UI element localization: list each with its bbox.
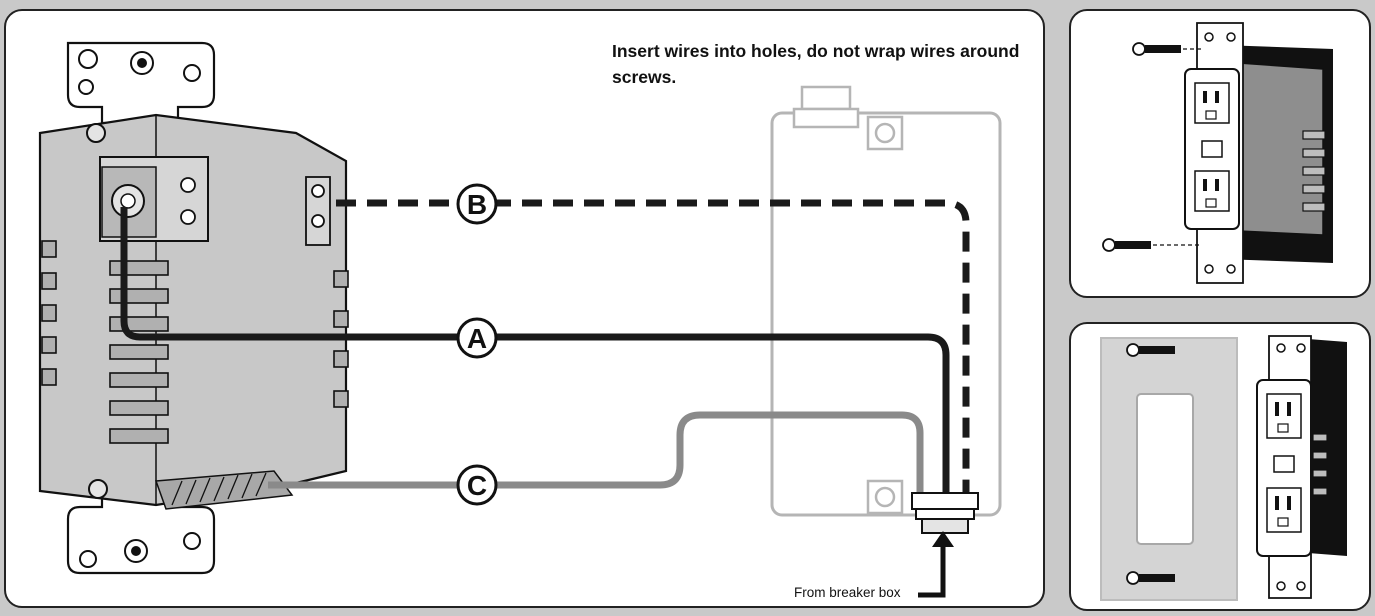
svg-text:A: A — [467, 323, 487, 354]
wall-plate-step-panel — [1069, 322, 1371, 611]
screw-icon — [1126, 571, 1175, 585]
wire-marker-c: C — [456, 464, 498, 506]
device-fins — [41, 240, 349, 444]
mounting-strap-top — [66, 41, 216, 125]
strap-screw — [131, 546, 141, 556]
wire-marker-b: B — [456, 183, 498, 225]
device-grip — [154, 470, 294, 510]
screw-icon — [1132, 42, 1201, 56]
wire-b — [336, 199, 970, 499]
mounting-strap-bottom — [66, 485, 216, 575]
strap-hole — [78, 79, 94, 95]
screw-icon — [1102, 238, 1201, 252]
cable-clamp — [911, 492, 979, 534]
outlet-device-back — [38, 41, 349, 575]
strap-hole — [79, 550, 97, 568]
wall-plate-illustration — [1100, 335, 1347, 601]
mount-outlet-illustration — [1102, 22, 1333, 284]
wiring-diagram-panel: B A C Insert wires into holes, do not wr… — [4, 9, 1045, 608]
outlet-front — [1256, 379, 1312, 557]
strap-hole — [183, 532, 201, 550]
breaker-arrow — [918, 543, 946, 598]
terminal-holes-right — [305, 176, 331, 246]
svg-text:C: C — [467, 470, 487, 501]
wall-plate — [1100, 337, 1238, 601]
screw-icon — [1126, 343, 1175, 357]
mount-step-panel — [1069, 9, 1371, 298]
svg-text:B: B — [467, 189, 487, 220]
outlet-front — [1184, 68, 1240, 230]
screw-icon — [86, 123, 106, 143]
wire-marker-a: A — [456, 317, 498, 359]
screw-icon — [88, 479, 108, 499]
strap-hole — [183, 64, 201, 82]
terminal-block — [99, 156, 209, 242]
strap-screw — [137, 58, 147, 68]
arrow-head-icon — [932, 531, 954, 547]
from-breaker-label: From breaker box — [794, 585, 901, 600]
wiring-diagram: B A C — [38, 41, 1002, 598]
instruction-text: Insert wires into holes, do not wrap wir… — [612, 41, 1020, 87]
wire-a — [120, 207, 950, 499]
wire-c — [268, 411, 924, 499]
strap-hole — [78, 49, 98, 69]
